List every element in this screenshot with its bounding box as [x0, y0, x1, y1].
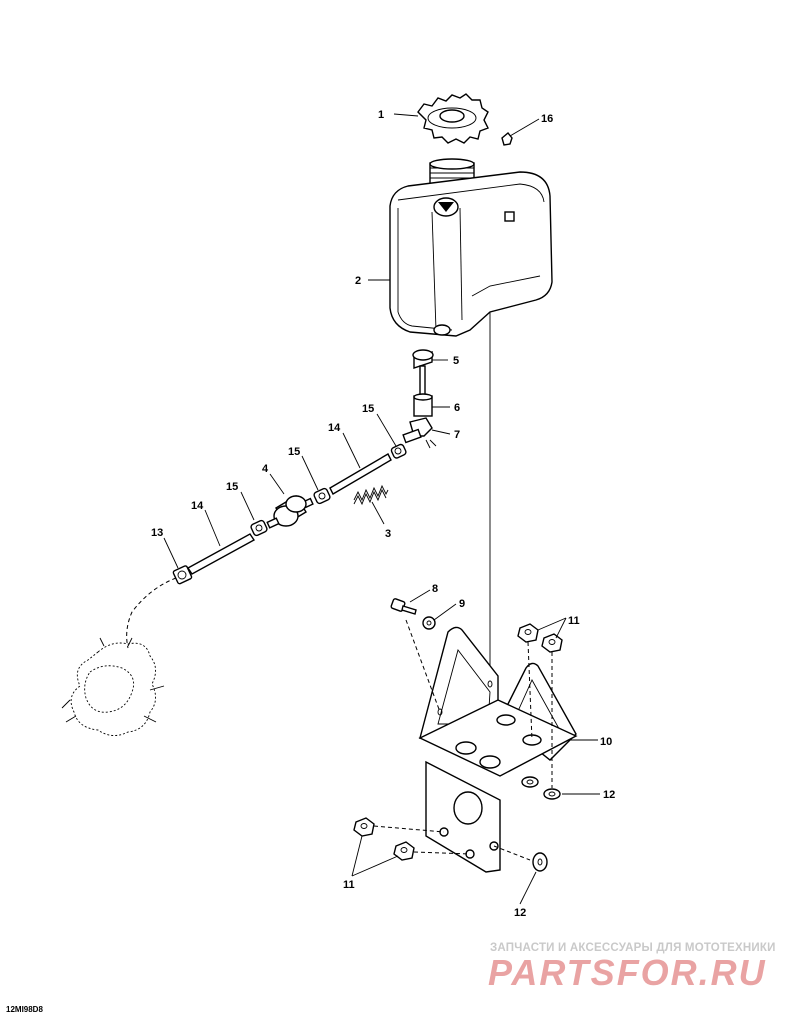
callout-11-upper: 11 [568, 615, 580, 627]
callouts: 1 16 2 5 6 7 15 14 15 4 15 14 13 3 8 9 1… [151, 109, 615, 919]
part-6-fitting [413, 365, 433, 417]
callout-16: 16 [541, 113, 553, 125]
callout-10: 10 [600, 736, 612, 748]
callout-12-upper: 12 [603, 789, 615, 801]
callout-15-upper: 15 [362, 403, 374, 415]
part-2-reservoir [389, 158, 553, 337]
align-line-2 [413, 851, 471, 855]
callout-3: 3 [385, 528, 391, 540]
callout-7: 7 [454, 429, 460, 441]
part-12-washer-b [543, 788, 561, 800]
part-12-washer-c [532, 852, 548, 872]
part-12-washer-a [521, 776, 539, 788]
part-11-nut-upper-right [541, 633, 563, 653]
callout-2: 2 [355, 275, 361, 287]
part-11-nut-upper-left [517, 623, 539, 643]
part-7-elbow [402, 417, 437, 449]
align-line-5 [527, 641, 533, 741]
part-11-nut-lower-right [393, 841, 415, 861]
callout-1: 1 [378, 109, 384, 121]
part-14-hose-lower [186, 533, 256, 575]
part-15-clamp-middle [313, 487, 331, 505]
drawing-code: 12MI98D8 [6, 1005, 43, 1014]
callout-14-upper: 14 [328, 422, 341, 434]
part-3-spring [353, 484, 389, 506]
watermark-tagline: ЗАПЧАСТИ И АКСЕССУАРЫ ДЛЯ МОТОТЕХНИКИ [490, 942, 776, 954]
part-8-bolt [390, 598, 417, 615]
callout-12-lower: 12 [514, 907, 526, 919]
callout-13: 13 [151, 527, 163, 539]
part-10-bracket [418, 626, 578, 873]
leader-lines [163, 113, 600, 905]
part-16-vent [501, 132, 513, 146]
part-1-cap [417, 93, 489, 144]
align-line-1 [373, 825, 445, 833]
callout-15-middle: 15 [288, 446, 300, 458]
callout-4: 4 [262, 463, 269, 475]
callout-8: 8 [432, 583, 438, 595]
callout-14-lower: 14 [191, 500, 204, 512]
callout-11-lower: 11 [343, 879, 355, 891]
callout-15-lower: 15 [226, 481, 238, 493]
engine-oil-pump-outline [61, 637, 165, 736]
callout-9: 9 [459, 598, 465, 610]
part-11-nut-lower-left [353, 817, 375, 837]
part-15-clamp-upper [390, 443, 407, 459]
part-5-grommet [412, 349, 434, 369]
watermark-logo: PARTSFOR.RU [488, 952, 767, 993]
part-14-hose-upper [329, 453, 392, 495]
callout-5: 5 [453, 355, 459, 367]
part-15-clamp-lower [250, 519, 268, 537]
hose-route-line [126, 577, 177, 649]
part-9-washer [422, 616, 436, 630]
align-line-4 [405, 619, 441, 713]
callout-6: 6 [454, 402, 460, 414]
part-4-filter [266, 495, 314, 529]
